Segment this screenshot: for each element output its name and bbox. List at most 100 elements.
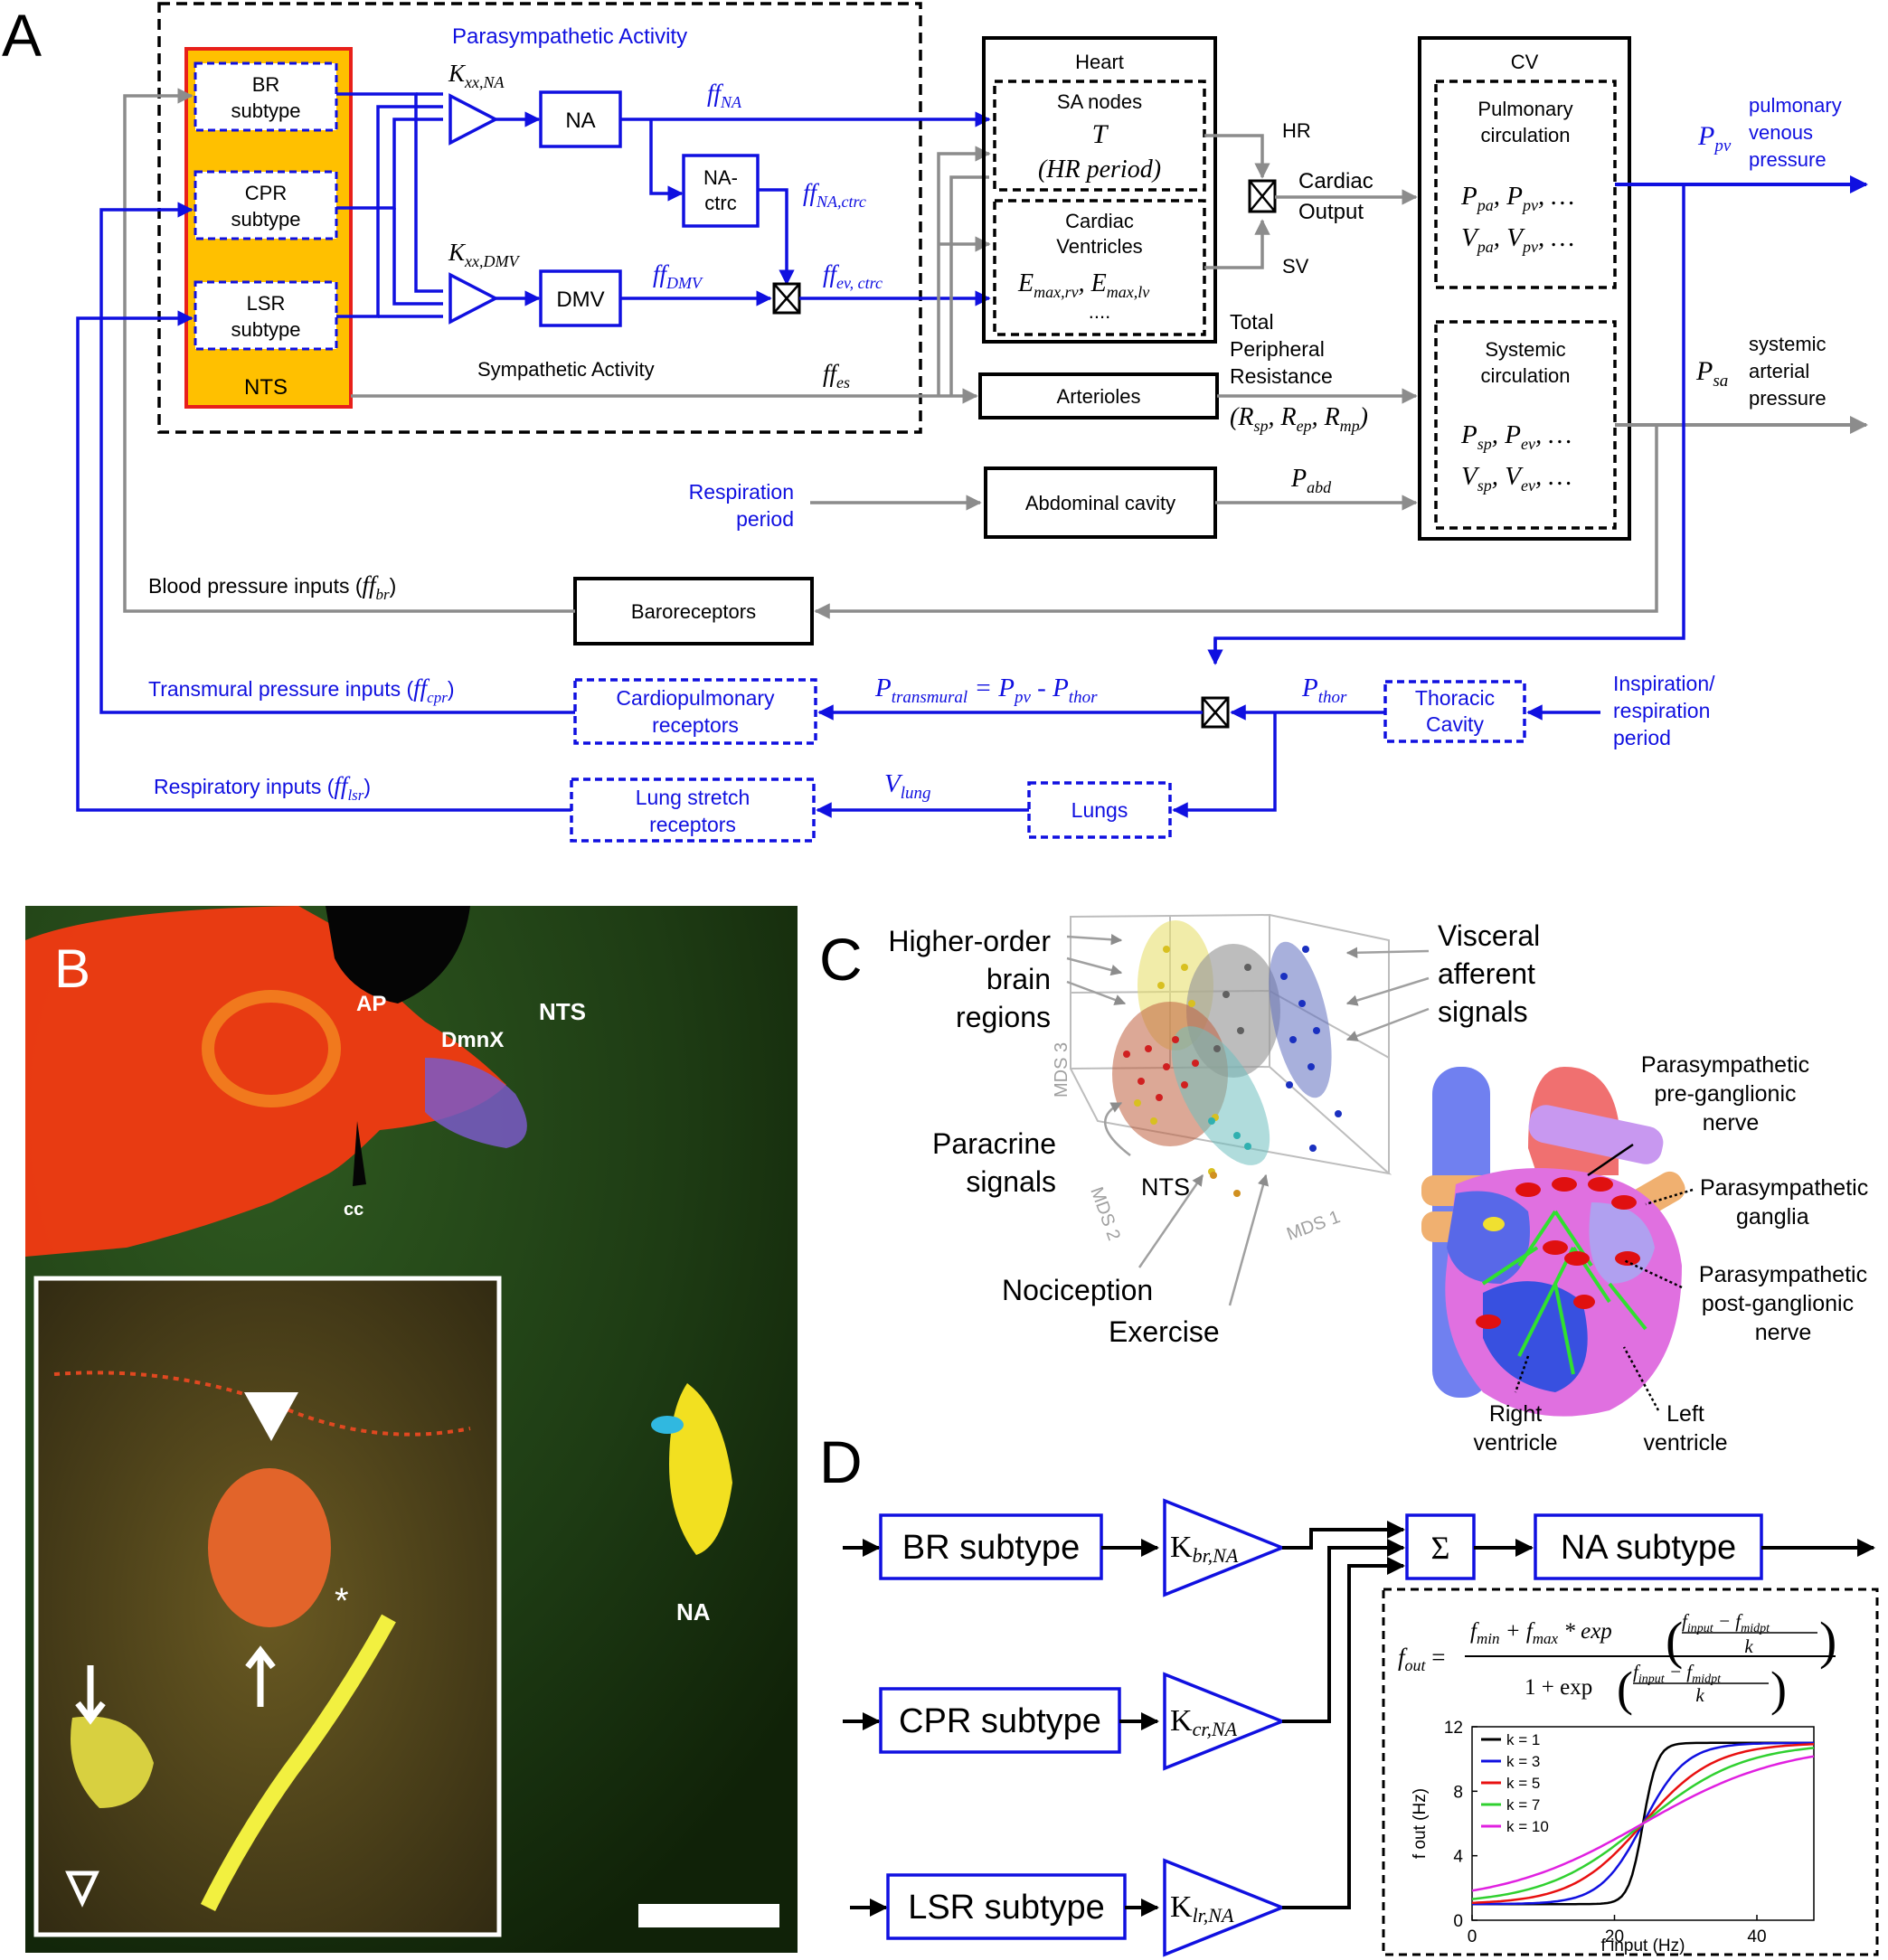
p-pa-sub: pa xyxy=(1476,196,1494,214)
paracrine-line2: signals xyxy=(966,1165,1056,1198)
svg-text:Ppa, Ppv, …: Ppa, Ppv, … xyxy=(1460,182,1574,214)
sa-hr-period: (HR period) xyxy=(1038,155,1161,184)
paracrine-line1: Paracrine xyxy=(932,1127,1056,1160)
svg-text:Kxx,DMV: Kxx,DMV xyxy=(448,239,520,270)
d-gain-br xyxy=(1163,1498,1287,1597)
higher-order-arrows xyxy=(1066,934,1127,1005)
k-lr-sub: lr,NA xyxy=(1193,1904,1234,1927)
dmnx-label: DmnX xyxy=(441,1028,504,1052)
p-ev-sub: ev xyxy=(1521,435,1535,453)
pulmonary-line2: circulation xyxy=(1480,124,1570,146)
d-gain-lr xyxy=(1163,1858,1287,1957)
frac-bot-minus: − f xyxy=(1665,1661,1695,1682)
nts-c-label: NTS xyxy=(1141,1173,1190,1201)
ff-br: ff xyxy=(363,571,380,598)
svg-text:): ) xyxy=(1819,1611,1836,1670)
arrowhead-marker xyxy=(244,1392,298,1441)
bp-close-paren: ) xyxy=(390,574,397,598)
multiplier-ev xyxy=(772,282,801,315)
y-tick-label: 12 xyxy=(1444,1719,1463,1738)
svg-text:Kxx,NA: Kxx,NA xyxy=(448,60,505,91)
formula-plus: + f xyxy=(1499,1619,1534,1644)
emax-lv-sub: max,lv xyxy=(1107,283,1149,301)
amplifier-dmv xyxy=(448,272,499,325)
dmv-box xyxy=(539,269,622,327)
panel-b-letter: B xyxy=(54,938,90,999)
out-psa-sub: sa xyxy=(1713,372,1728,391)
r-ep: R xyxy=(1279,403,1296,431)
eq-mid: = P xyxy=(968,674,1015,702)
sap-line2: arterial xyxy=(1749,360,1809,382)
formula-eq: = xyxy=(1426,1644,1446,1671)
svg-text:ffes: ffes xyxy=(823,360,850,391)
nts-label: NTS xyxy=(244,375,288,400)
na-subtype-box xyxy=(1534,1513,1763,1580)
pre-ganglionic-line2: pre-ganglionic xyxy=(1654,1081,1796,1107)
ventricles-line1: Cardiac xyxy=(1065,210,1134,232)
svg-text:): ) xyxy=(1770,1662,1787,1716)
mds1-label: MDS 1 xyxy=(1284,1207,1343,1245)
lung-stretch-line1: Lung stretch xyxy=(636,786,750,809)
abdominal-cavity-label: Abdominal cavity xyxy=(1025,492,1175,514)
na-yellow-region xyxy=(669,1383,732,1555)
lungs-box xyxy=(1027,781,1172,839)
pulmonary-ellipsis-2: , … xyxy=(1538,223,1574,252)
d-gain-cr xyxy=(1163,1672,1287,1771)
cv-title: CV xyxy=(1511,51,1539,73)
blood-pressure-inputs-label: Blood pressure inputs ( xyxy=(148,574,363,598)
visceral-line3: signals xyxy=(1438,995,1528,1028)
ganglia-line2: ganglia xyxy=(1736,1204,1809,1230)
svg-text:Vsp, Vev, …: Vsp, Vev, … xyxy=(1461,462,1572,495)
visceral-arrows xyxy=(1345,947,1430,1041)
panel-b: B AP DmnX NTS cc NA * xyxy=(25,906,798,1953)
cv-box xyxy=(1418,36,1631,541)
right-ventricle-line1: Right xyxy=(1489,1401,1542,1427)
left-ventricle-line1: Left xyxy=(1666,1401,1704,1427)
p-thor-sub: thor xyxy=(1318,688,1347,707)
svg-text:ffDMV: ffDMV xyxy=(653,260,703,292)
systemic-ellipsis-2: , … xyxy=(1535,462,1572,491)
subtype-to-amplifier-wires xyxy=(336,92,443,318)
right-atrium xyxy=(1447,1191,1530,1284)
v-pv: V xyxy=(1506,223,1525,252)
arterioles-box xyxy=(978,372,1219,419)
blue-cluster xyxy=(1269,941,1332,1098)
p-sp-sub: sp xyxy=(1477,435,1492,453)
thoracic-cavity-box xyxy=(1383,680,1526,743)
post-ganglionic-line3: nerve xyxy=(1755,1320,1812,1345)
svg-text:Vlung: Vlung xyxy=(884,769,931,803)
br-subtype-box xyxy=(194,61,338,132)
svg-text:ffNA: ffNA xyxy=(707,80,742,111)
v-pa: V xyxy=(1461,223,1480,252)
na-ctrc-line1: NA- xyxy=(703,166,738,189)
systemic-line2: circulation xyxy=(1480,364,1570,387)
v-pv-sub: pv xyxy=(1521,238,1538,256)
p-abd: P xyxy=(1290,465,1307,493)
v-sp: V xyxy=(1461,462,1480,491)
emax-lv: E xyxy=(1090,269,1107,297)
svg-text:NA-ctrc: NA-ctrc xyxy=(703,166,738,214)
pvp-line1: pulmonary xyxy=(1749,94,1842,117)
y-tick-label: 8 xyxy=(1453,1783,1463,1802)
v-ev-sub: ev xyxy=(1521,476,1535,495)
formula-exp: * exp xyxy=(1558,1619,1612,1644)
sum-box xyxy=(1405,1513,1476,1580)
p-transmural: P xyxy=(874,674,892,702)
na-subtype-label: NA subtype xyxy=(1561,1529,1736,1567)
svg-text:Respiratory inputs (fflsr): Respiratory inputs (fflsr) xyxy=(154,772,371,804)
mds2-label: MDS 2 xyxy=(1086,1184,1124,1243)
paracrine-arc xyxy=(1104,1101,1131,1156)
eq-thor-sub: thor xyxy=(1069,688,1098,707)
hr-label: HR xyxy=(1282,119,1311,142)
emax-rv: E xyxy=(1017,269,1034,297)
p-pv: P xyxy=(1506,182,1523,211)
svg-text:Psp, Pev, …: Psp, Pev, … xyxy=(1460,420,1572,453)
p-abd-sub: abd xyxy=(1307,478,1332,496)
